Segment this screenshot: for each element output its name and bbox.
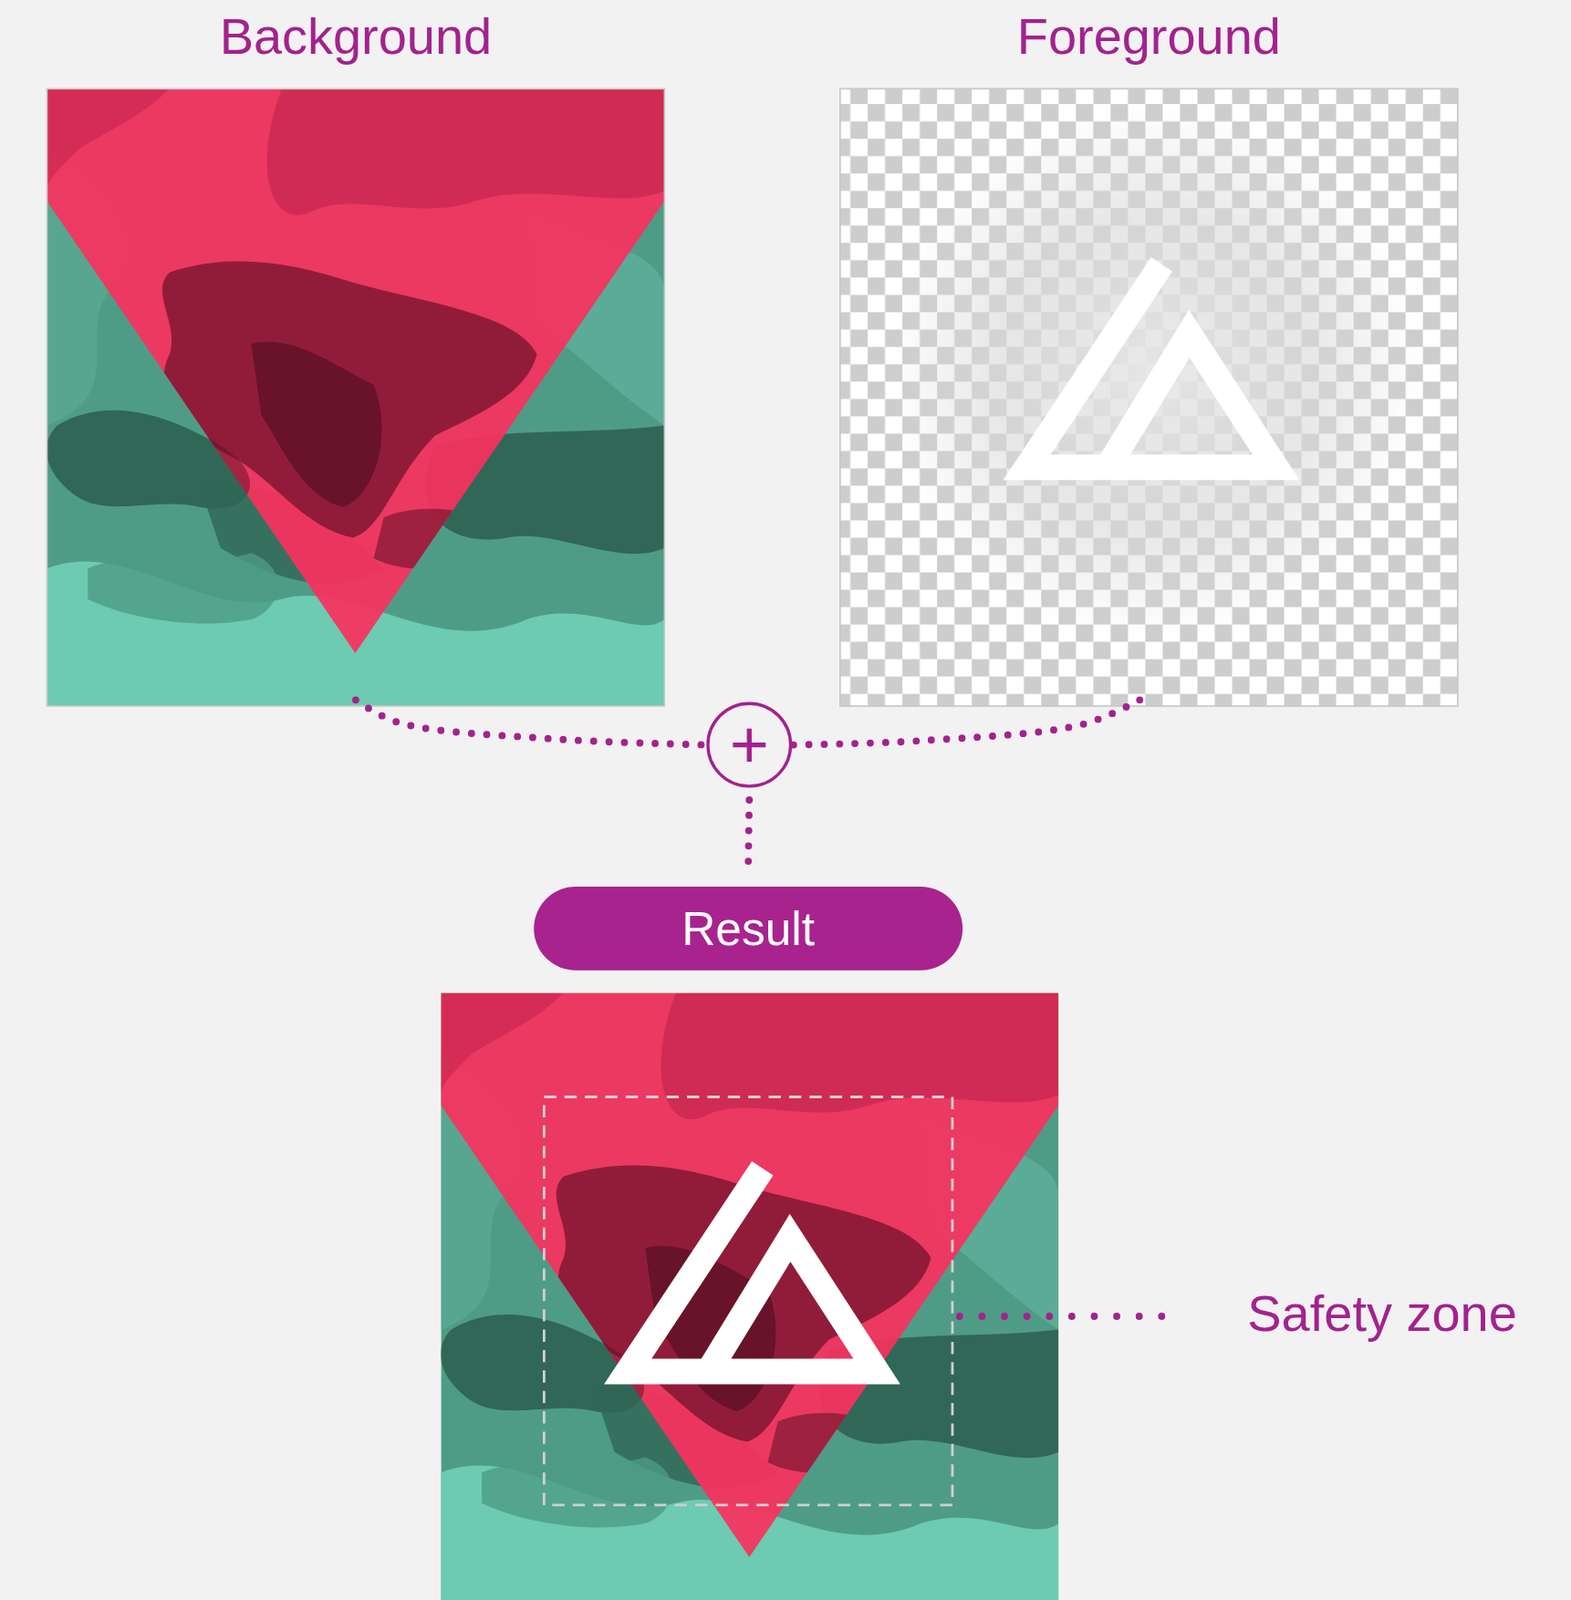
panel-heading: Foreground (840, 9, 1458, 64)
dotted-connector (791, 699, 1140, 745)
leader-line (959, 1312, 1169, 1321)
callout-label: Safety zone (1247, 1285, 1517, 1341)
background-image (46, 88, 665, 707)
combine-circle: + (706, 702, 792, 789)
panel-heading: Background (46, 9, 665, 64)
result-image (440, 992, 1059, 1600)
plus-sign: + (706, 702, 792, 789)
image-panel: Foreground (840, 88, 1458, 707)
dotted-connector (355, 699, 707, 745)
result-pill: Result (533, 886, 963, 971)
foreground-image (840, 88, 1458, 707)
dotted-connector (748, 800, 750, 867)
pill-label: Result (533, 886, 963, 971)
image-panel: Background (46, 88, 665, 707)
